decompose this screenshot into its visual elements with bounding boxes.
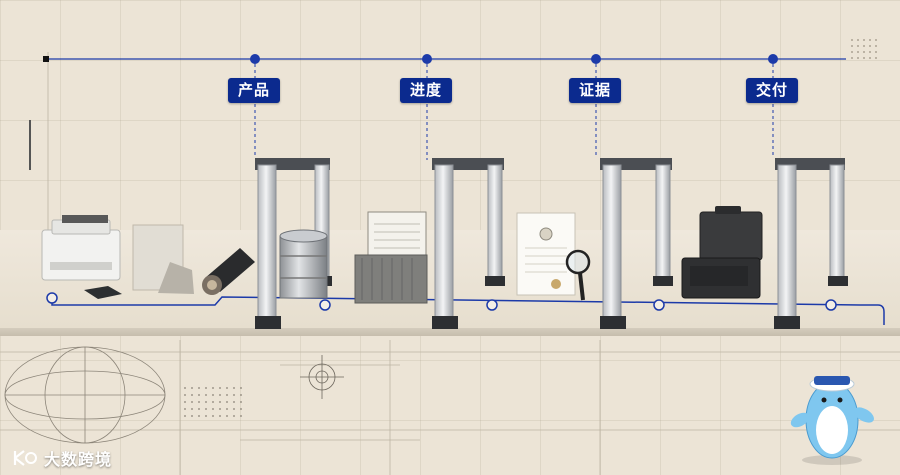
stage-label-2: 进度 (400, 78, 453, 103)
circuit-board-icon (84, 286, 122, 299)
k-logo-icon (13, 450, 37, 466)
dolphin-captain-mascot (790, 376, 874, 465)
timeline-node-3 (591, 54, 601, 64)
stage-label-4: 交付 (746, 78, 799, 103)
timeline-node-4 (768, 54, 778, 64)
tool-case-icon (681, 206, 763, 299)
floor-flow-line (46, 292, 885, 325)
stage-label-3: 证据 (569, 78, 622, 103)
dot-pattern-bottom (184, 387, 242, 417)
brand-name: 大数跨境 (44, 450, 113, 469)
top-timeline (43, 54, 846, 160)
steel-drum-icon (279, 229, 328, 299)
gate-4 (774, 158, 848, 329)
brand-logo: 大数跨境 (12, 446, 112, 470)
shipping-container-icon (354, 211, 428, 304)
cable-icon (202, 248, 255, 295)
dot-pattern-top (851, 39, 877, 59)
stage-label-1: 产品 (228, 78, 281, 103)
sketch-lines (0, 52, 900, 475)
target-sketch (300, 355, 344, 399)
magnifier-icon (565, 249, 591, 301)
timeline-node-1 (250, 54, 260, 64)
floor-edge (0, 328, 900, 336)
gate-3 (600, 158, 673, 329)
timeline-node-2 (422, 54, 432, 64)
printer-icon (41, 215, 121, 281)
certificate-icon (516, 212, 576, 296)
globe-sketch (4, 346, 166, 444)
gate-2 (432, 158, 505, 329)
stone-block-icon (132, 224, 194, 294)
